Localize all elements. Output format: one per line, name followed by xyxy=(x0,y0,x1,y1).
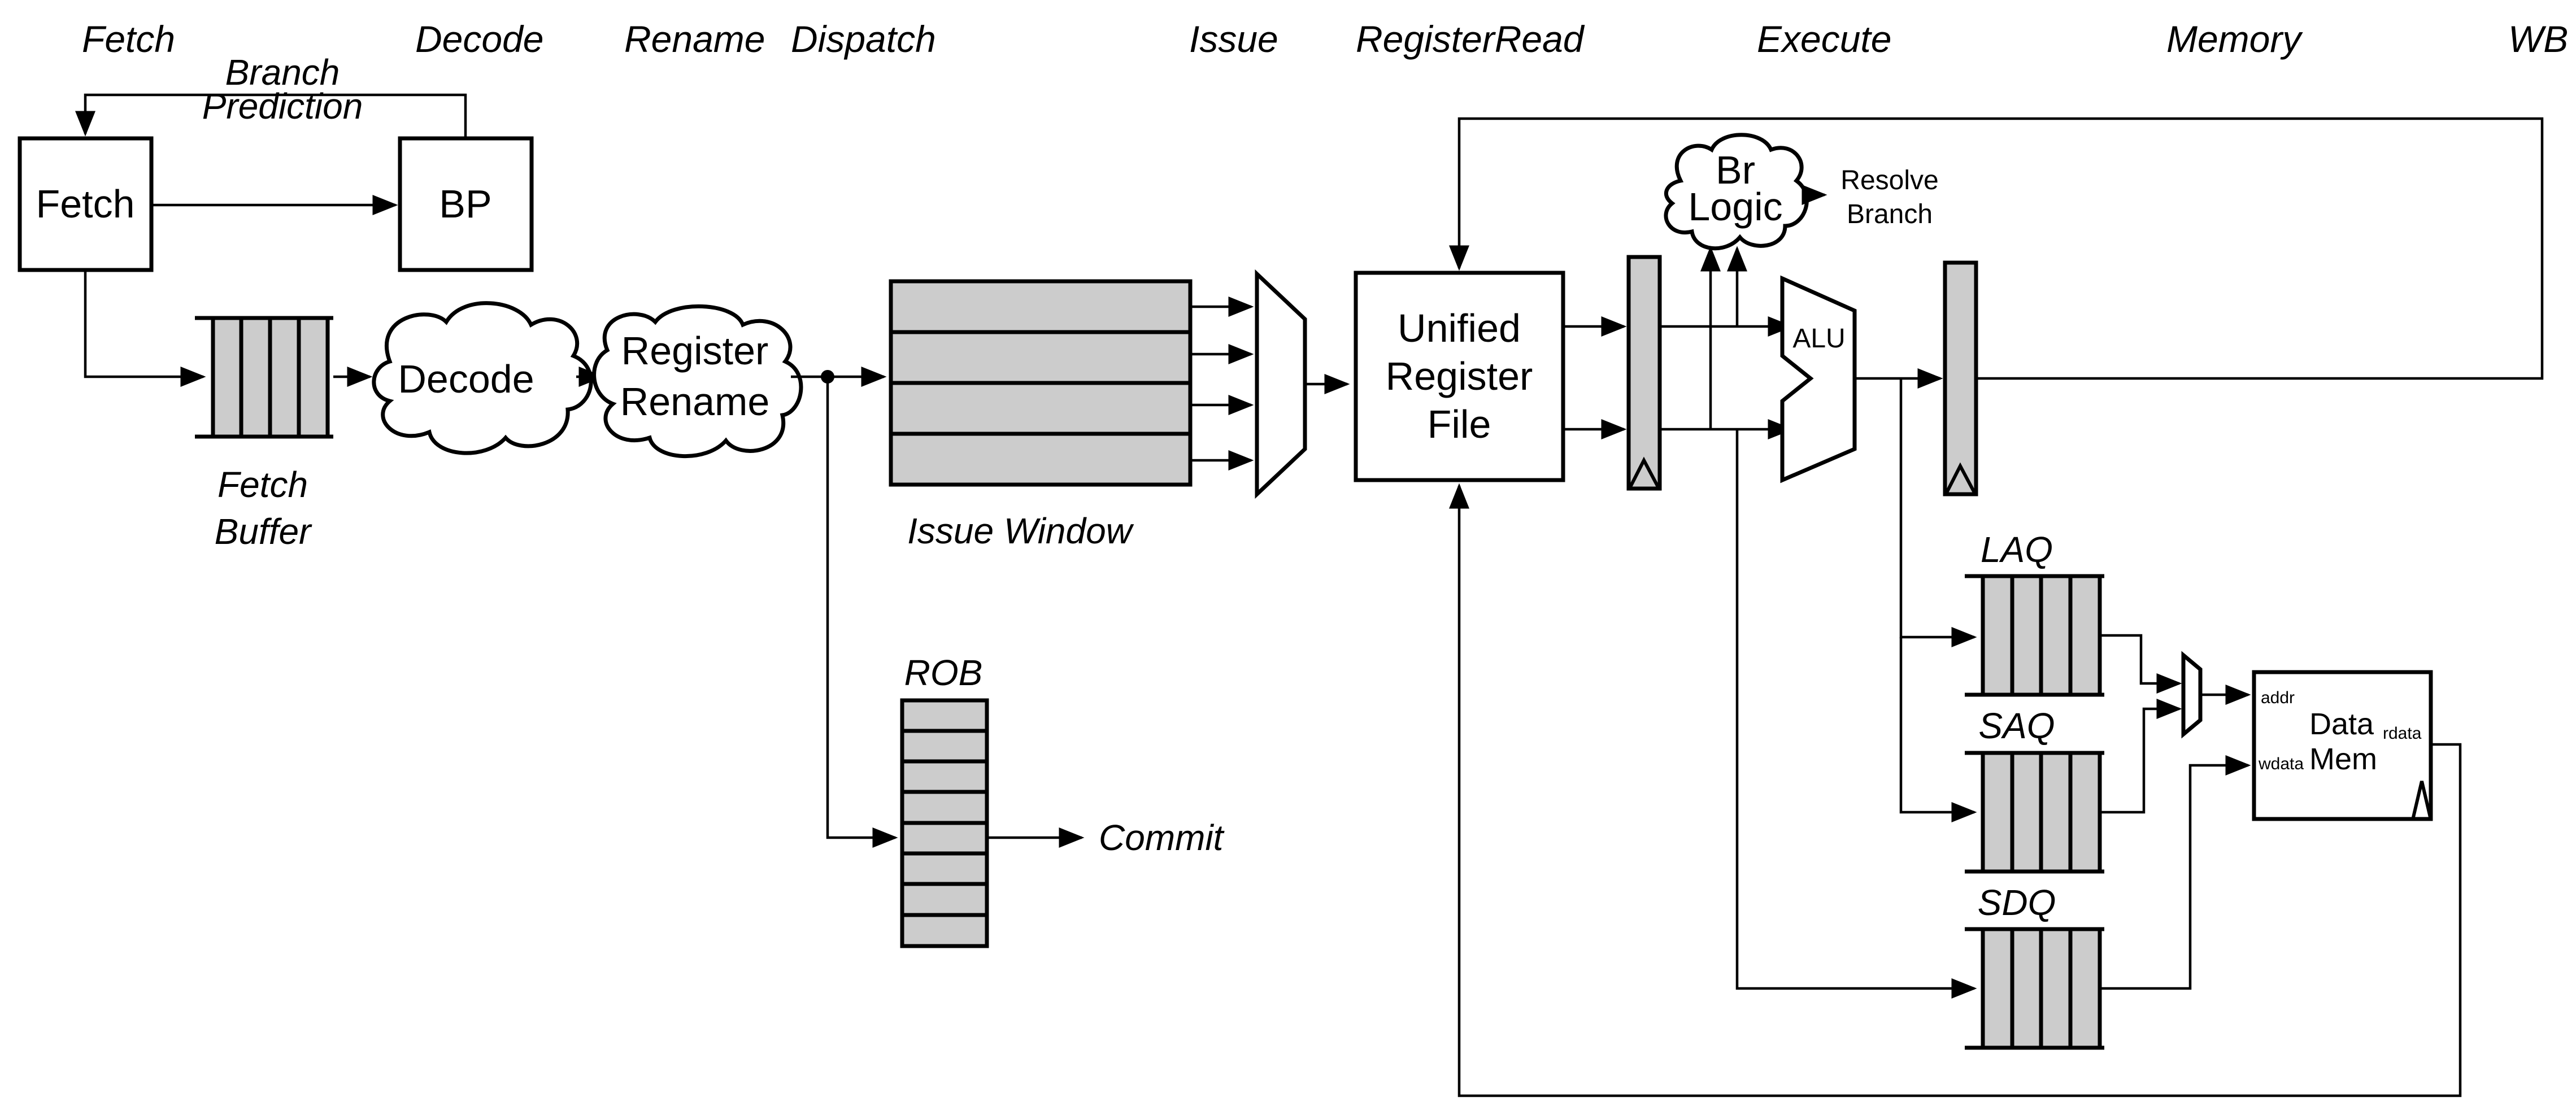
fetch-buffer-label-2: Buffer xyxy=(215,511,312,552)
issue-select-mux xyxy=(1255,269,1307,499)
stage-issue: Issue xyxy=(1189,18,1278,60)
dispatch-to-rob-arrow xyxy=(826,377,898,848)
issue-window-label: Issue Window xyxy=(907,511,1134,551)
pipeline-register-wb xyxy=(1943,260,1978,496)
pipeline-register-rr xyxy=(1626,255,1662,491)
fetch-box-label: Fetch xyxy=(36,182,134,226)
dmem-addr-label: addr xyxy=(2261,689,2295,707)
decode-cloud xyxy=(372,301,593,455)
fetch-to-buffer-arrow xyxy=(84,270,206,387)
laq-to-mux-arrow xyxy=(2100,634,2182,694)
rob xyxy=(900,698,989,948)
queue-select-mux xyxy=(2181,651,2203,739)
alu xyxy=(1780,275,1857,483)
operand-to-sdq-arrow xyxy=(1735,429,1977,999)
br-logic-label-2: Logic xyxy=(1688,185,1782,229)
fetch-buffer-label-1: Fetch xyxy=(217,464,308,505)
alu-label: ALU xyxy=(1792,324,1845,354)
regfile-label-3: File xyxy=(1428,402,1491,446)
register-rename-cloud xyxy=(592,304,803,458)
rename-cloud-label-2: Rename xyxy=(620,380,770,424)
regfile-label-1: Unified xyxy=(1398,306,1521,350)
stage-dispatch: Dispatch xyxy=(791,18,936,60)
saq-label: SAQ xyxy=(1978,705,2055,746)
commit-label: Commit xyxy=(1099,817,1225,858)
stage-rename: Rename xyxy=(624,18,765,60)
writeback-loop-arrow xyxy=(1449,117,2544,380)
branch-prediction-label-2: Prediction xyxy=(202,86,363,127)
stage-execute: Execute xyxy=(1757,18,1891,60)
sdq-label: SDQ xyxy=(1978,882,2056,923)
bp-box-label: BP xyxy=(439,182,491,226)
saq-to-mux-arrow xyxy=(2100,699,2182,814)
fetch-buffer xyxy=(195,316,333,439)
decode-cloud-label: Decode xyxy=(398,357,534,401)
bp-box xyxy=(398,136,534,272)
branch-prediction-arrow xyxy=(75,93,467,138)
alu-to-saq-arrow xyxy=(1899,637,1977,822)
br-logic-cloud xyxy=(1664,133,1809,251)
data-memory xyxy=(2252,670,2433,821)
stage-wb: WB xyxy=(2508,18,2568,60)
stage-register-read: RegisterRead xyxy=(1356,18,1585,60)
branch-prediction-label-1: Branch xyxy=(225,52,340,93)
saq xyxy=(1965,751,2104,874)
resolve-branch-label-1: Resolve xyxy=(1840,165,1938,195)
rob-label: ROB xyxy=(904,652,983,693)
unified-register-file xyxy=(1354,271,1565,482)
data-memory-clock xyxy=(2412,781,2432,818)
issue-window xyxy=(889,279,1193,487)
resolve-branch-label-2: Branch xyxy=(1847,199,1933,229)
laq-label: LAQ xyxy=(1981,529,2053,570)
regfile-label-2: Register xyxy=(1386,354,1533,398)
stage-fetch: Fetch xyxy=(82,18,175,60)
dmem-wdata-label: wdata xyxy=(2258,755,2304,773)
dmem-rdata-label: rdata xyxy=(2383,724,2422,743)
stage-decode: Decode xyxy=(415,18,544,60)
memory-to-regfile-arrow xyxy=(1449,483,2462,1097)
br-logic-label-1: Br xyxy=(1716,148,1755,192)
dmem-mem-label: Mem xyxy=(2309,742,2377,776)
rename-cloud-label-1: Register xyxy=(621,329,769,373)
sdq-to-dmem-wdata-arrow xyxy=(2100,755,2251,990)
sdq xyxy=(1965,927,2104,1050)
laq xyxy=(1965,574,2104,697)
stage-memory: Memory xyxy=(2166,18,2303,60)
fetch-box xyxy=(18,136,154,272)
dmem-data-label: Data xyxy=(2309,707,2374,741)
